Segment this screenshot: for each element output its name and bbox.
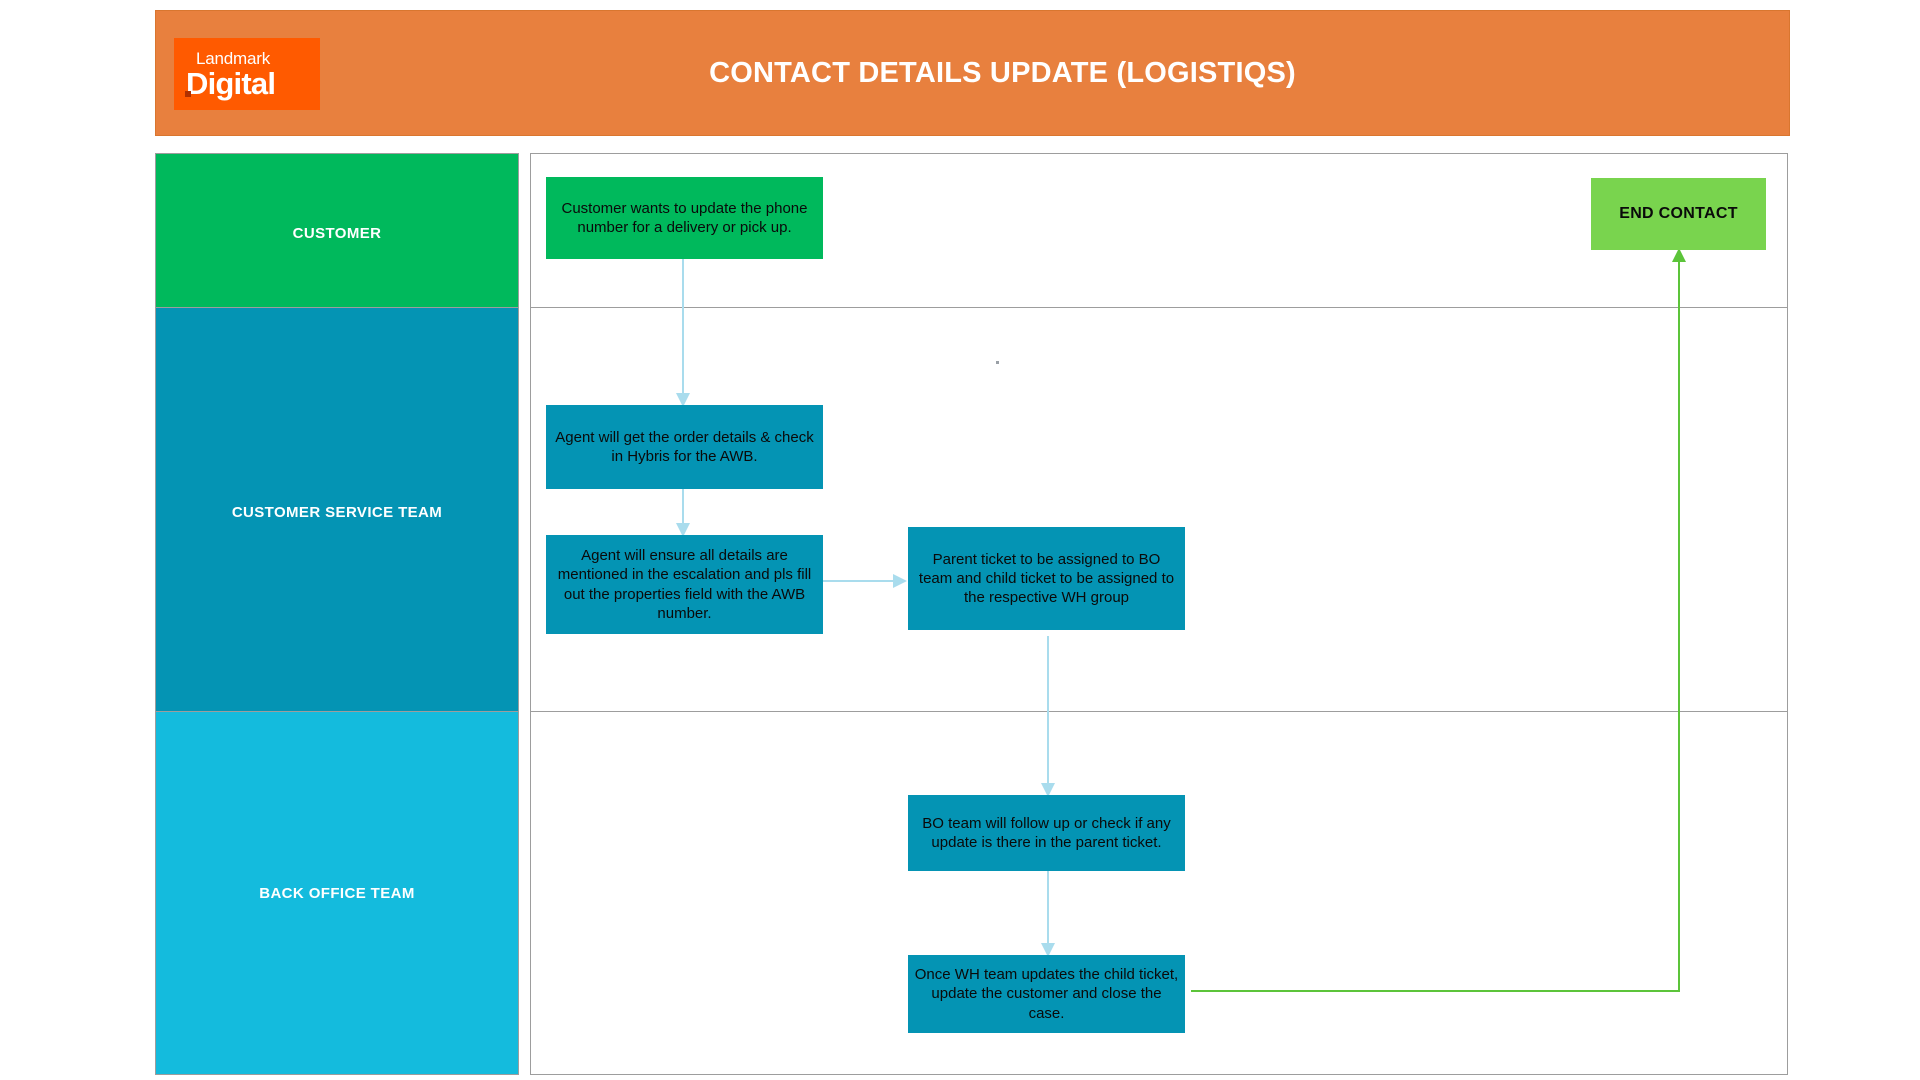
logo-dot-icon — [185, 90, 191, 97]
lane-header-back-office-team-label: BACK OFFICE TEAM — [259, 884, 415, 902]
node-close-case[interactable]: Once WH team updates the child ticket, u… — [908, 955, 1185, 1033]
lane-header-customer-service-team-label: CUSTOMER SERVICE TEAM — [231, 503, 443, 521]
page-title: CONTACT DETAILS UPDATE (LOGISTIQS) — [709, 56, 1296, 89]
logo-wordmark-bottom-text: Digital — [186, 65, 276, 101]
node-bo-followup[interactable]: BO team will follow up or check if any u… — [908, 795, 1185, 871]
lane-header-customer-label: CUSTOMER — [292, 224, 382, 242]
landmark-digital-logo: Landmark Digital — [174, 38, 320, 110]
node-customer-request[interactable]: Customer wants to update the phone numbe… — [546, 177, 823, 259]
node-agent-escalation-details[interactable]: Agent will ensure all details are mentio… — [546, 535, 823, 634]
logo-wordmark-top: Landmark — [196, 48, 270, 68]
lane-header-customer: CUSTOMER — [155, 153, 519, 313]
header-bar: Landmark Digital CONTACT DETAILS UPDATE … — [155, 10, 1790, 136]
logo-wordmark-bottom: Digital — [185, 65, 276, 101]
node-agent-check-hybris[interactable]: Agent will get the order details & check… — [546, 405, 823, 489]
lane-header-customer-service-team: CUSTOMER SERVICE TEAM — [155, 307, 519, 717]
node-end-contact[interactable]: END CONTACT — [1591, 178, 1766, 250]
node-ticket-assignment[interactable]: Parent ticket to be assigned to BO team … — [908, 527, 1185, 630]
stray-mark — [996, 361, 999, 364]
lane-header-back-office-team: BACK OFFICE TEAM — [155, 711, 519, 1075]
lane-body-customer-service-team — [530, 307, 1788, 717]
